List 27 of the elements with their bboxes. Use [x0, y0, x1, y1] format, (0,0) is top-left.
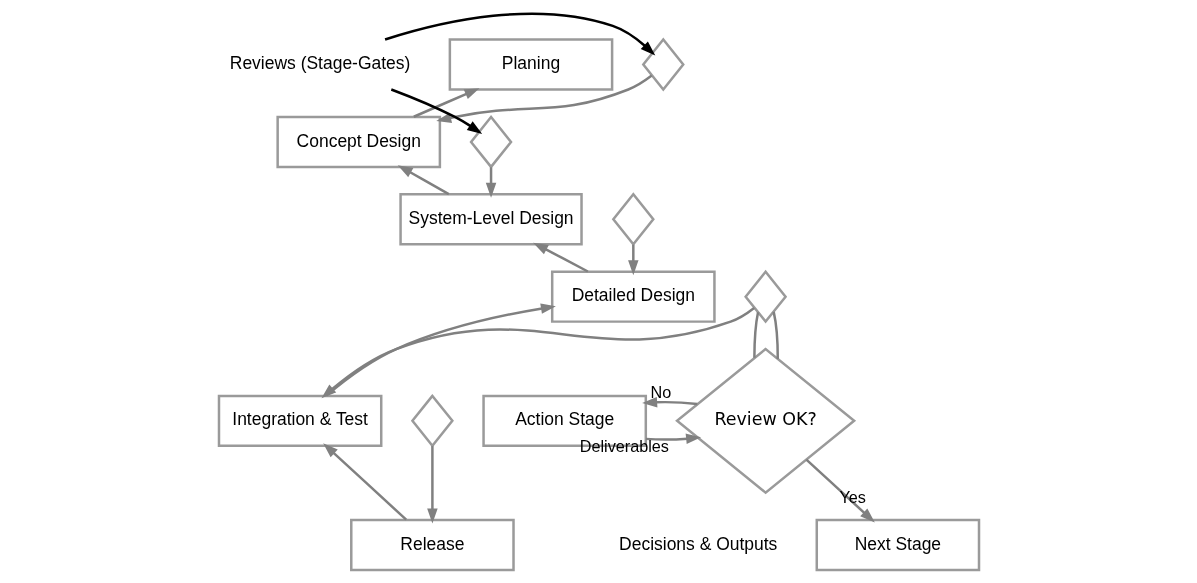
arrow — [322, 443, 407, 521]
node-box: Concept Design — [275, 115, 441, 169]
node-box: Planing — [448, 38, 613, 91]
arrow — [627, 244, 639, 276]
node-box: Detailed Design — [550, 270, 716, 323]
connector — [752, 312, 759, 358]
arrow — [390, 88, 482, 134]
arrow — [412, 88, 479, 118]
label: Decisions & Outputs — [618, 533, 777, 554]
node-box: System-Level Design — [398, 193, 583, 246]
arrow — [325, 303, 556, 397]
connector — [771, 311, 779, 359]
arrow — [645, 433, 701, 444]
node-box: Release — [349, 518, 515, 572]
arrow — [641, 396, 697, 408]
arrow — [397, 165, 449, 196]
arrow — [384, 12, 655, 56]
node-diamond — [611, 192, 655, 247]
arrow — [426, 446, 438, 524]
node-text: Reviews (Stage-Gates) — [229, 53, 410, 74]
arrow — [805, 458, 875, 523]
node-box: Next Stage — [815, 518, 980, 572]
node-diamond — [410, 393, 454, 448]
edge-label: No — [650, 382, 671, 401]
node-diamond — [743, 269, 787, 324]
arrow — [435, 74, 652, 123]
node-box: Integration & Test — [217, 394, 382, 448]
